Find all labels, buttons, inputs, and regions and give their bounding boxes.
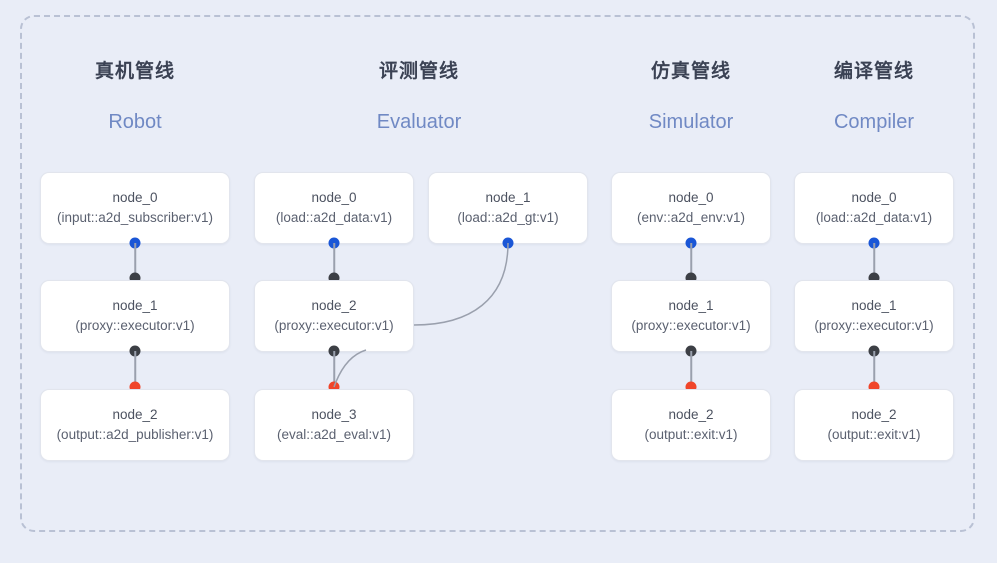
node-simulator-2[interactable]: node_2 (output::exit:v1) — [611, 389, 771, 461]
node-compiler-1[interactable]: node_1 (proxy::executor:v1) — [794, 280, 954, 352]
node-type: (env::a2d_env:v1) — [636, 210, 746, 225]
port-input-compiler-1[interactable] — [868, 272, 880, 284]
node-type: (load::a2d_data:v1) — [815, 210, 933, 225]
node-robot-0[interactable]: node_0 (input::a2d_subscriber:v1) — [40, 172, 230, 244]
node-id: node_1 — [668, 298, 714, 313]
node-compiler-2[interactable]: node_2 (output::exit:v1) — [794, 389, 954, 461]
edge-simulator-0-1 — [690, 243, 692, 278]
node-id: node_2 — [311, 298, 357, 313]
port-input-robot-1[interactable] — [129, 272, 141, 284]
port-input-evaluator-2[interactable] — [328, 272, 340, 284]
node-evaluator-2[interactable]: node_2 (proxy::executor:v1) — [254, 280, 414, 352]
edge-compiler-1-2 — [873, 351, 875, 387]
node-id: node_2 — [851, 407, 897, 422]
node-type: (load::a2d_data:v1) — [275, 210, 393, 225]
node-type: (input::a2d_subscriber:v1) — [56, 210, 214, 225]
node-id: node_1 — [851, 298, 897, 313]
node-type: (load::a2d_gt:v1) — [457, 210, 559, 225]
port-output-evaluator-1[interactable] — [502, 237, 514, 249]
node-robot-1[interactable]: node_1 (proxy::executor:v1) — [40, 280, 230, 352]
node-simulator-0[interactable]: node_0 (env::a2d_env:v1) — [611, 172, 771, 244]
node-id: node_0 — [851, 190, 897, 205]
node-type: (proxy::executor:v1) — [75, 318, 195, 333]
node-id: node_2 — [668, 407, 714, 422]
edge-simulator-1-2 — [690, 351, 692, 387]
node-type: (proxy::executor:v1) — [274, 318, 394, 333]
node-evaluator-3[interactable]: node_3 (eval::a2d_eval:v1) — [254, 389, 414, 461]
node-type: (output::exit:v1) — [644, 427, 738, 442]
edge-compiler-0-1 — [873, 243, 875, 278]
node-id: node_0 — [311, 190, 357, 205]
edge-robot-0-1 — [134, 243, 136, 278]
node-robot-2[interactable]: node_2 (output::a2d_publisher:v1) — [40, 389, 230, 461]
edge-evaluator-0-2 — [333, 243, 335, 278]
node-id: node_2 — [112, 407, 158, 422]
node-type: (output::a2d_publisher:v1) — [56, 427, 214, 442]
node-simulator-1[interactable]: node_1 (proxy::executor:v1) — [611, 280, 771, 352]
port-input-compiler-2[interactable] — [868, 381, 880, 393]
port-input-simulator-2[interactable] — [685, 381, 697, 393]
node-id: node_0 — [112, 190, 158, 205]
pipeline-group-frame — [20, 15, 975, 532]
node-evaluator-0[interactable]: node_0 (load::a2d_data:v1) — [254, 172, 414, 244]
node-type: (eval::a2d_eval:v1) — [276, 427, 392, 442]
node-id: node_1 — [112, 298, 158, 313]
port-input-robot-2[interactable] — [129, 381, 141, 393]
node-type: (output::exit:v1) — [827, 427, 921, 442]
node-id: node_1 — [485, 190, 531, 205]
node-type: (proxy::executor:v1) — [631, 318, 751, 333]
port-input-simulator-1[interactable] — [685, 272, 697, 284]
node-id: node_0 — [668, 190, 714, 205]
node-id: node_3 — [311, 407, 357, 422]
node-type: (proxy::executor:v1) — [814, 318, 934, 333]
node-compiler-0[interactable]: node_0 (load::a2d_data:v1) — [794, 172, 954, 244]
node-evaluator-1[interactable]: node_1 (load::a2d_gt:v1) — [428, 172, 588, 244]
edge-robot-1-2 — [134, 351, 136, 387]
